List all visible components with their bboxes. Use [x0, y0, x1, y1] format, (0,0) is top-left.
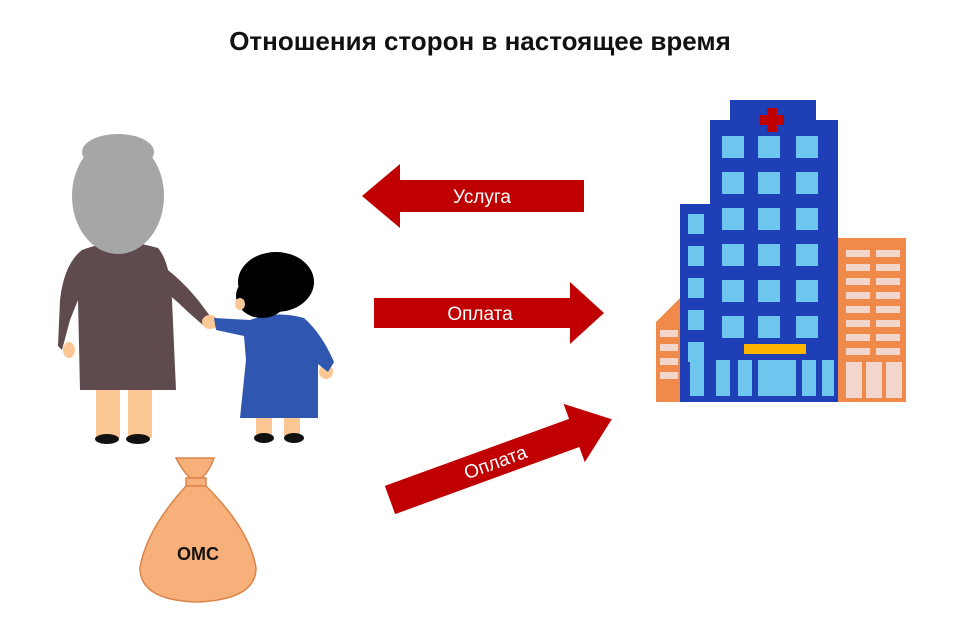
- grandmother-figure: [58, 134, 210, 444]
- oms-label: ОМС: [177, 544, 219, 564]
- child-figure: [214, 252, 334, 443]
- payment-arrow-fund: Оплата: [384, 403, 612, 515]
- payment-arrow-patient-label: Оплата: [447, 304, 513, 325]
- service-arrow-label: Услуга: [453, 187, 511, 208]
- payment-arrow-patient: Оплата: [374, 282, 604, 344]
- service-arrow: Услуга: [362, 164, 584, 228]
- joined-hands: [202, 315, 218, 329]
- page-title: Отношения сторон в настоящее время: [229, 26, 731, 56]
- oms-money-bag: ОМС: [139, 457, 257, 603]
- hospital-building: [656, 100, 906, 402]
